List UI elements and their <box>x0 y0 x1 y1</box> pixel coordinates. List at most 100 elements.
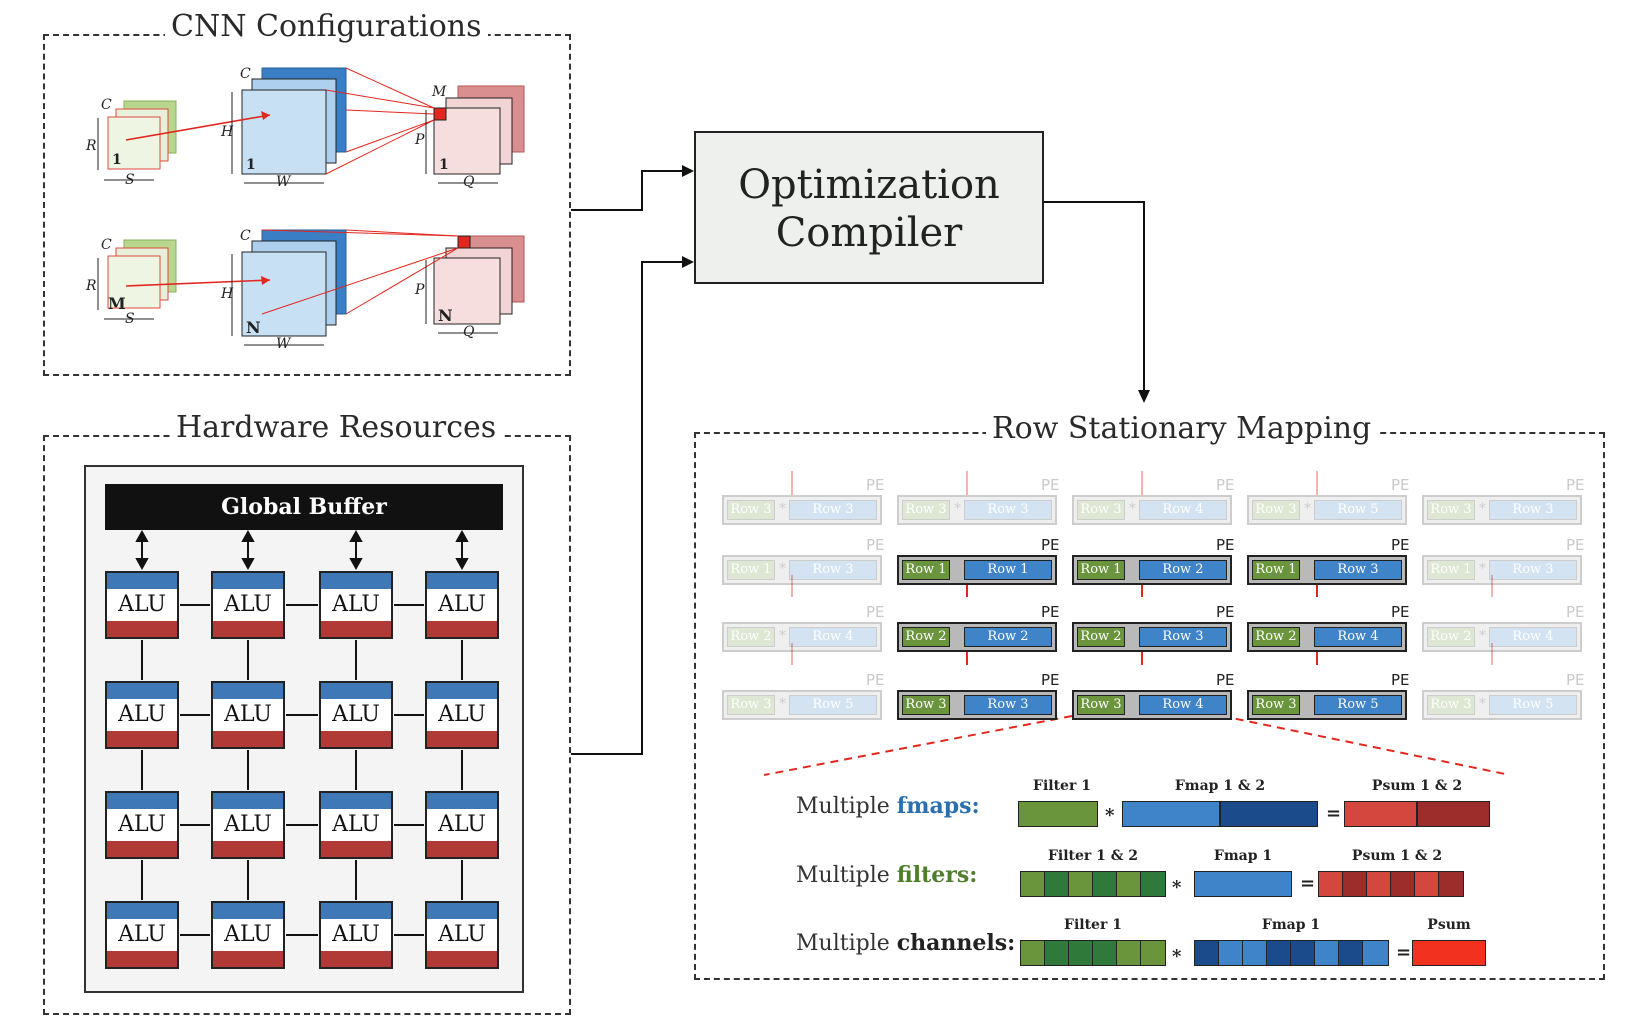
pe-cell: Row 3*Row 3 <box>1422 495 1582 525</box>
label-c: C <box>240 66 251 82</box>
equals-symbol: = <box>1396 942 1412 963</box>
psum-block <box>1318 871 1464 897</box>
label-c: C <box>240 228 251 244</box>
alu: ALU <box>105 681 179 749</box>
compiler-title-line1: Optimization <box>738 162 1000 208</box>
psum-label: Psum <box>1427 917 1471 933</box>
optimization-compiler-box: Optimization Compiler <box>694 131 1044 284</box>
conv-row-top <box>97 67 525 184</box>
alu: ALU <box>319 901 393 969</box>
alu: ALU <box>425 901 499 969</box>
psum-block <box>1344 801 1417 827</box>
filter-label: Filter 1 & 2 <box>1047 848 1139 864</box>
alu: ALU <box>211 571 285 639</box>
label-n-batch: N <box>246 318 261 337</box>
multiple-channels-label: Multiple channels: <box>796 930 1016 956</box>
pe-label: PE <box>1566 603 1585 621</box>
pe-cell: Row 3*Row 3 <box>897 495 1057 525</box>
label-w: W <box>276 174 291 190</box>
alu: ALU <box>105 571 179 639</box>
fmap-block <box>1220 801 1318 827</box>
pe-label: PE <box>1216 603 1235 621</box>
fmap-block <box>1194 871 1292 897</box>
fmap-label: Fmap 1 <box>1213 848 1273 864</box>
pe-label: PE <box>1216 671 1235 689</box>
pe-label: PE <box>1391 603 1410 621</box>
label-s: S <box>125 172 135 188</box>
pe-cell: Row 3*Row 3 <box>722 495 882 525</box>
alu: ALU <box>211 901 285 969</box>
pe-cell: Row 3*Row 5 <box>722 690 882 720</box>
pe-cell: Row 2*Row 4 <box>1422 622 1582 652</box>
fmap-block <box>1194 940 1389 966</box>
pe-label: PE <box>1216 536 1235 554</box>
pe-label: PE <box>1566 671 1585 689</box>
pe-cell: Row 3*Row 4 <box>1072 495 1232 525</box>
alu: ALU <box>105 791 179 859</box>
psum-block <box>1417 801 1490 827</box>
pe-label: PE <box>866 476 885 494</box>
pe-label: PE <box>866 671 885 689</box>
label-w: W <box>276 336 291 352</box>
label-h: H <box>221 286 234 302</box>
fmap-label: Fmap 1 & 2 <box>1174 778 1266 794</box>
pe-label: PE <box>1391 476 1410 494</box>
hardware-resources-title: Hardware Resources <box>170 411 503 445</box>
row-stationary-mapping-title: Row Stationary Mapping <box>986 412 1378 446</box>
cnn-configurations-title: CNN Configurations <box>165 10 488 44</box>
pe-label: PE <box>866 603 885 621</box>
fmap-block <box>1122 801 1220 827</box>
pe-label: PE <box>1041 536 1060 554</box>
convolve-symbol: * <box>1172 877 1182 898</box>
label-p: P <box>415 282 425 298</box>
pe-label: PE <box>866 536 885 554</box>
alu: ALU <box>319 681 393 749</box>
psum-label: Psum 1 & 2 <box>1371 778 1463 794</box>
pe-cell: Row 2*Row 4 <box>722 622 882 652</box>
equals-symbol: = <box>1300 873 1316 894</box>
pe-label: PE <box>1041 603 1060 621</box>
filter-label: Filter 1 <box>1064 917 1122 933</box>
convolve-symbol: * <box>1105 805 1115 826</box>
pe-label: PE <box>1041 476 1060 494</box>
alu: ALU <box>425 791 499 859</box>
label-r: R <box>86 138 97 154</box>
fmap-label: Fmap 1 <box>1261 917 1321 933</box>
convolve-symbol: * <box>1172 946 1182 967</box>
filter-block <box>1020 940 1166 966</box>
compiler-title-line2: Compiler <box>775 210 963 256</box>
multiple-fmaps-label: Multiple fmaps: <box>796 793 980 819</box>
alu: ALU <box>319 571 393 639</box>
label-q: Q <box>463 324 475 340</box>
label-q: Q <box>463 174 475 190</box>
alu: ALU <box>211 681 285 749</box>
equals-symbol: = <box>1326 803 1342 824</box>
pe-label: PE <box>1041 671 1060 689</box>
pe-cell: Row 1*Row 3 <box>722 555 882 585</box>
pe-label: PE <box>1566 476 1585 494</box>
label-h: H <box>221 124 234 140</box>
label-one: 1 <box>112 152 122 168</box>
alu: ALU <box>425 681 499 749</box>
global-buffer: Global Buffer <box>105 484 503 530</box>
pe-label: PE <box>1391 671 1410 689</box>
label-n-batch: N <box>438 306 453 325</box>
multiple-filters-label: Multiple filters: <box>796 862 978 888</box>
filter-label: Filter 1 <box>1033 778 1091 794</box>
pe-label: PE <box>1391 536 1410 554</box>
alu: ALU <box>105 901 179 969</box>
label-r: R <box>86 278 97 294</box>
filter-block <box>1020 871 1166 897</box>
alu: ALU <box>319 791 393 859</box>
pe-label: PE <box>1566 536 1585 554</box>
filter-block <box>1018 801 1098 827</box>
